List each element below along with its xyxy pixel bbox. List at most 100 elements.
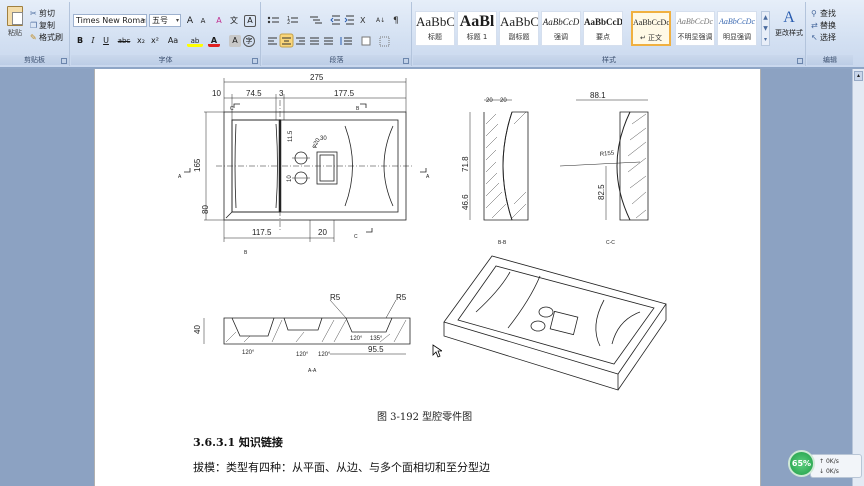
network-monitor-widget[interactable]: ↑ 0K/s ↓ 0K/s 65% — [788, 450, 864, 484]
distributed-button[interactable] — [324, 37, 333, 45]
justify-button[interactable] — [310, 37, 319, 45]
styles-gallery-scroll[interactable]: ▲▼▾ — [761, 11, 770, 46]
style-strong-sample: AaBbCcD — [584, 17, 623, 27]
phonetic-guide-button[interactable]: 文 — [228, 15, 240, 27]
section-heading: 3.6.3.1 知识链接 — [193, 436, 283, 449]
style-emphasis[interactable]: AaBbCcD 强调 — [541, 11, 581, 46]
paste-button[interactable]: 粘贴 — [4, 6, 26, 46]
replace-label: 替换 — [820, 21, 836, 30]
change-case-button[interactable]: Aa — [165, 35, 181, 47]
style-intense-emphasis[interactable]: AaBbCcDc 明显强调 — [717, 11, 757, 46]
style-strong[interactable]: AaBbCcD 要点 — [583, 11, 623, 46]
select-label: 选择 — [820, 33, 836, 42]
font-group-title: 字体 — [71, 55, 260, 65]
scroll-up-button[interactable]: ▴ — [854, 71, 863, 81]
borders-button[interactable] — [379, 36, 390, 47]
find-label: 查找 — [820, 9, 836, 18]
svg-text:¶: ¶ — [393, 16, 399, 26]
styles-group: AaBbC 标题 AaBl 标题 1 AaBbC 副标题 AaBbCcD 强调 … — [413, 2, 806, 66]
align-center-icon — [282, 37, 291, 45]
bold-button[interactable]: B — [74, 35, 86, 47]
increase-indent-button[interactable] — [344, 15, 354, 25]
replace-button[interactable]: ⇄替换 — [811, 20, 836, 32]
body-paragraph: 拔模：类型有四种：从平面、从边、与多个面相切和至分型边 — [193, 461, 490, 474]
shrink-font-label: A — [200, 17, 206, 25]
style-heading-1[interactable]: AaBl 标题 1 — [457, 11, 497, 46]
change-case-label: Aa — [167, 36, 179, 45]
style-subtitle-name: 副标题 — [508, 33, 530, 41]
select-arrow-icon: ↖ — [811, 33, 818, 42]
format-painter-button[interactable]: ✎格式刷 — [30, 32, 63, 44]
char-border-label: A — [247, 16, 253, 25]
font-launcher-button[interactable] — [252, 58, 258, 64]
grow-font-button[interactable]: A — [184, 15, 196, 27]
copy-button[interactable]: ❐复制 — [30, 20, 55, 32]
bullets-button[interactable] — [267, 16, 279, 24]
memory-usage-badge[interactable]: 65% — [788, 450, 815, 477]
numbering-button[interactable]: 12 — [287, 16, 298, 26]
highlight-button[interactable]: ab — [187, 35, 203, 47]
replace-icon: ⇄ — [811, 21, 818, 30]
font-size-value: 五号 — [152, 16, 168, 25]
shrink-font-button[interactable]: A — [197, 15, 209, 27]
show-marks-button[interactable]: ¶ — [393, 16, 399, 26]
style-subtitle-sample: AaBbC — [500, 14, 539, 29]
underline-button[interactable]: U — [100, 35, 112, 47]
find-button[interactable]: ⚲查找 — [811, 8, 836, 20]
char-border-button[interactable]: A — [244, 15, 256, 27]
font-color-label: A — [210, 36, 218, 45]
document-page[interactable] — [94, 69, 761, 486]
clipboard-group-title: 剪贴板 — [0, 55, 69, 65]
select-button[interactable]: ↖选择 — [811, 32, 836, 44]
align-left-button[interactable] — [268, 37, 277, 45]
style-normal[interactable]: AaBbCcDc ↵ 正文 — [631, 11, 671, 46]
style-emphasis-name: 强调 — [554, 33, 568, 41]
svg-text:A↓: A↓ — [376, 17, 385, 24]
style-title-name: 标题 — [428, 33, 442, 41]
paste-label: 粘贴 — [8, 29, 22, 37]
format-painter-label: 格式刷 — [39, 33, 63, 42]
bold-label: B — [76, 36, 84, 45]
clipboard-launcher-button[interactable] — [61, 58, 67, 64]
svg-text:2: 2 — [287, 20, 290, 26]
change-styles-label: 更改样式 — [775, 29, 803, 37]
sort-button[interactable]: A↓ — [376, 17, 385, 24]
upload-speed: ↑ 0K/s — [819, 458, 839, 465]
italic-label: I — [91, 36, 95, 45]
shading-button[interactable] — [361, 36, 371, 46]
vertical-scrollbar[interactable]: ▴ — [852, 69, 864, 486]
scissors-icon: ✂ — [30, 9, 37, 18]
subscript-button[interactable]: x₂ — [135, 35, 147, 47]
strikethrough-button[interactable]: abc — [116, 35, 132, 47]
superscript-button[interactable]: x² — [149, 35, 161, 47]
style-subtle-emphasis[interactable]: AaBbCcDc 不明显强调 — [675, 11, 715, 46]
change-styles-button[interactable]: A 更改样式 — [773, 8, 805, 38]
magnifier-icon: ⚲ — [811, 9, 817, 18]
align-right-button[interactable] — [296, 37, 305, 45]
editing-group: ⚲查找 ⇄替换 ↖选择 编辑 — [807, 2, 853, 66]
font-name-combo[interactable]: Times New Roman ▾ — [73, 14, 147, 27]
cut-button[interactable]: ✂剪切 — [30, 8, 55, 20]
font-color-button[interactable]: A — [208, 35, 220, 47]
char-shading-button[interactable]: A — [229, 35, 241, 47]
chinese-layout-button[interactable]: X — [360, 16, 366, 25]
styles-launcher-button[interactable] — [797, 58, 803, 64]
decrease-indent-button[interactable] — [330, 15, 340, 25]
style-subtitle[interactable]: AaBbC 副标题 — [499, 11, 539, 46]
italic-button[interactable]: I — [87, 35, 99, 47]
strikethrough-label: abc — [117, 37, 131, 45]
phonetic-guide-label: 文 — [230, 16, 238, 25]
style-title[interactable]: AaBbC 标题 — [415, 11, 455, 46]
copy-icon: ❐ — [30, 21, 38, 30]
brush-icon: ✎ — [30, 33, 37, 42]
multilevel-list-button[interactable] — [310, 16, 322, 24]
clear-format-button[interactable]: A — [213, 15, 225, 27]
style-subtle-emphasis-name: 不明显强调 — [677, 33, 713, 41]
style-intense-emphasis-name: 明显强调 — [723, 33, 751, 41]
font-size-combo[interactable]: 五号 ▾ — [149, 14, 181, 27]
enclose-char-button[interactable]: 字 — [243, 35, 255, 47]
clear-format-label: A — [216, 16, 222, 25]
line-spacing-button[interactable] — [340, 37, 352, 45]
underline-label: U — [103, 36, 109, 45]
paragraph-launcher-button[interactable] — [403, 58, 409, 64]
